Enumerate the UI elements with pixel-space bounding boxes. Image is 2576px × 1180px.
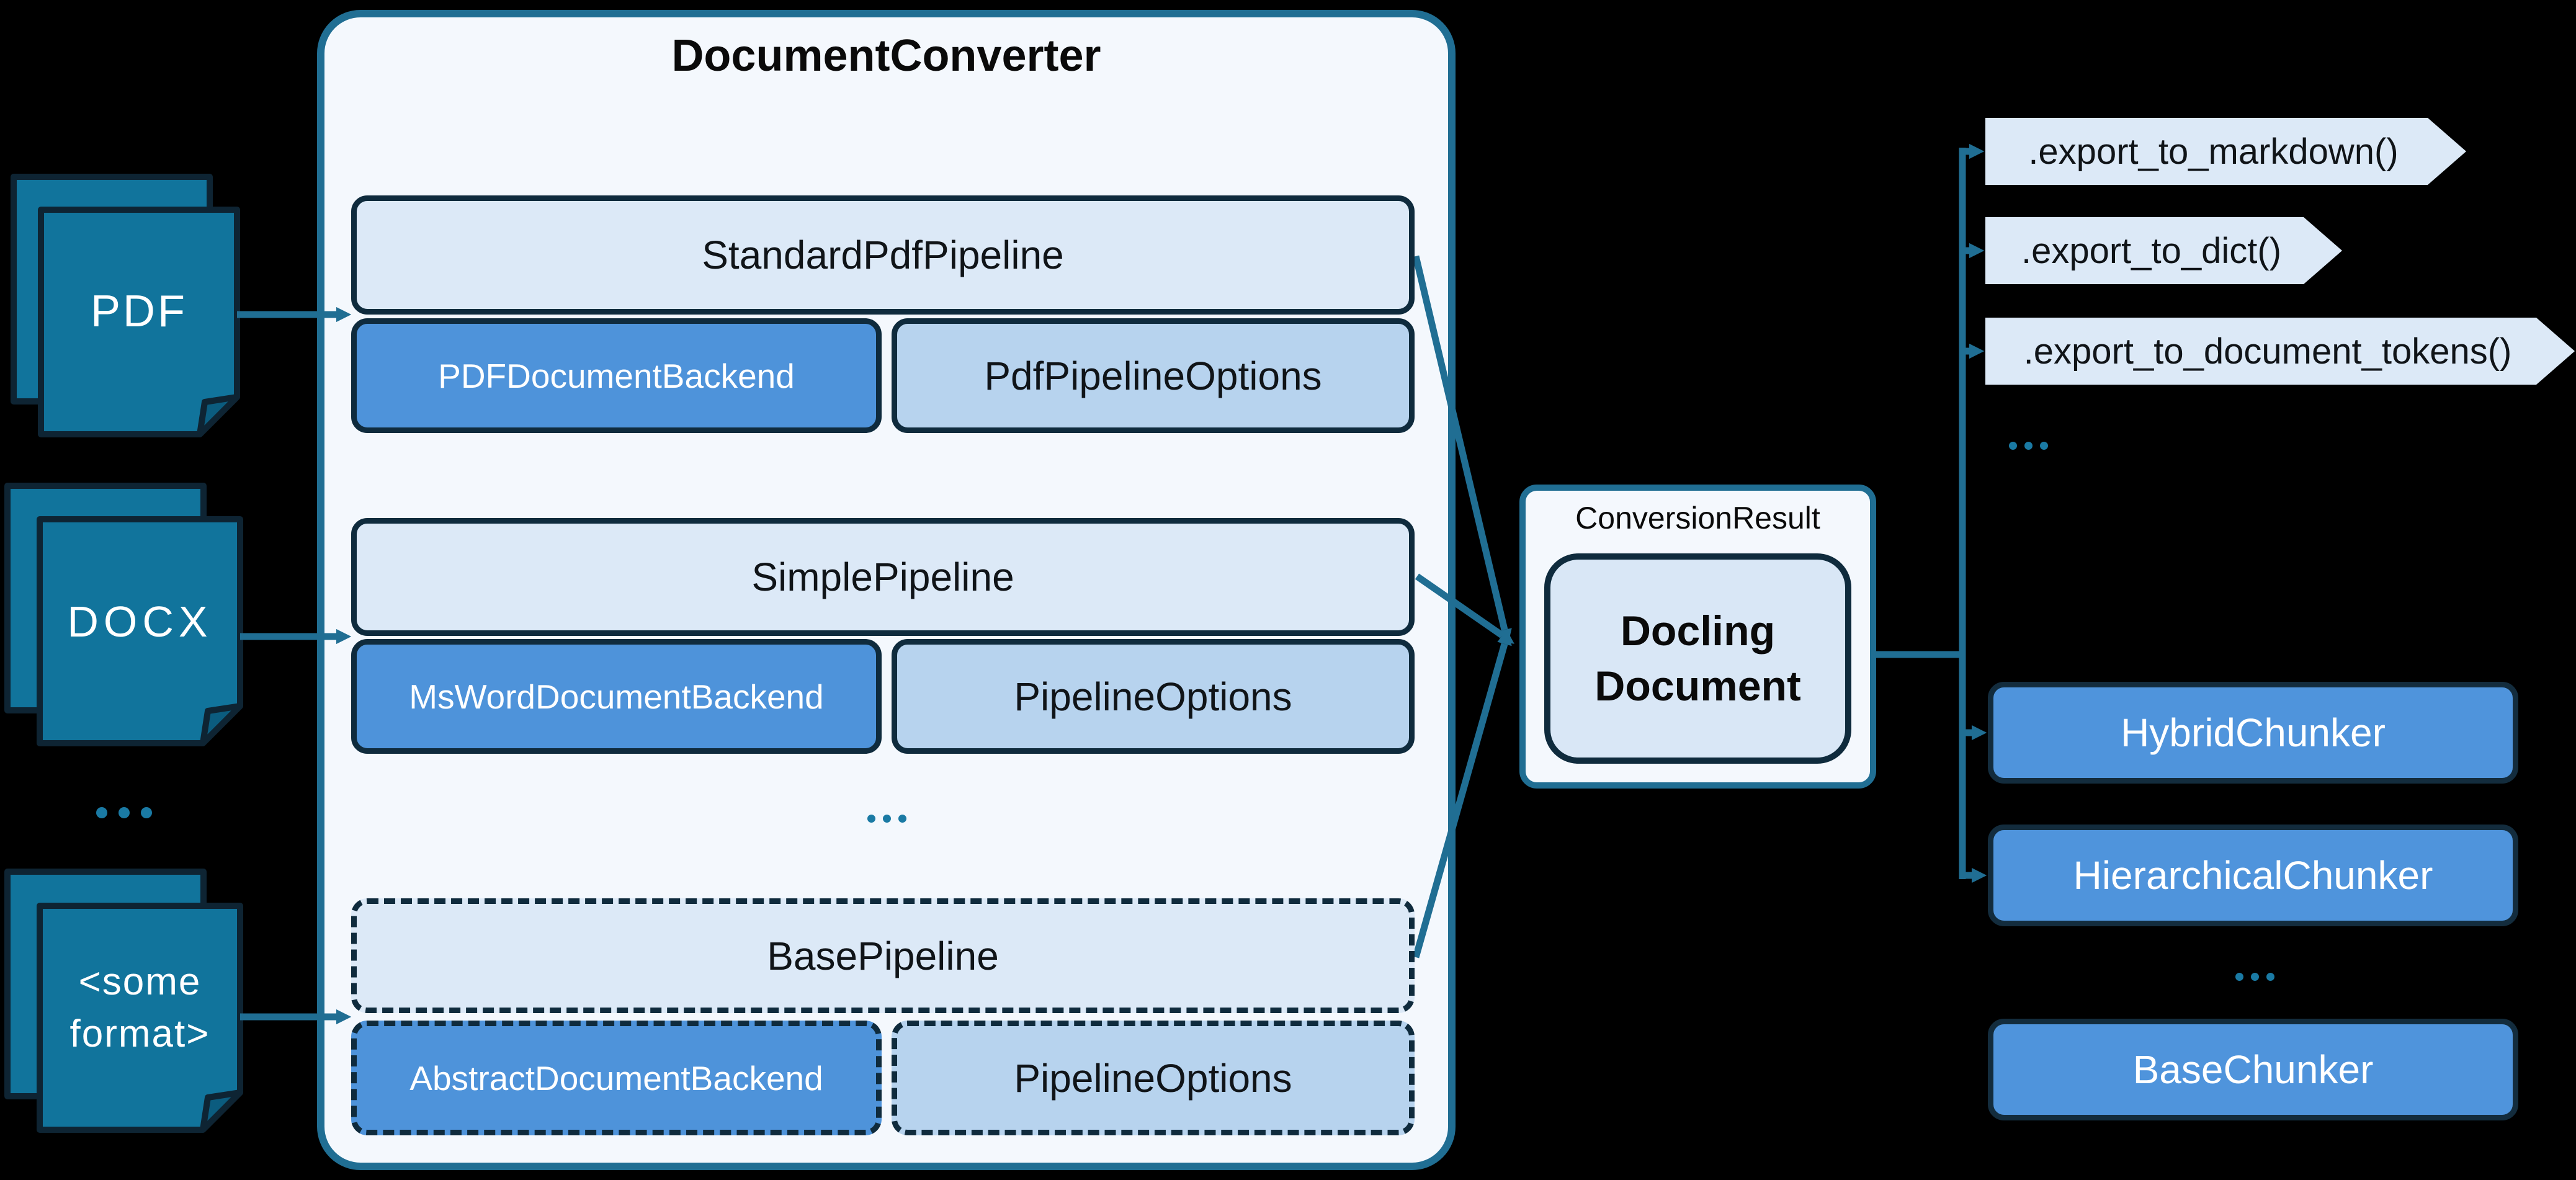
arrow-standardpdfpipeline-to-result <box>1412 255 1512 645</box>
pdf-document-icon <box>11 174 240 437</box>
standard-pdf-pipeline-box: StandardPdfPipeline <box>351 195 1415 315</box>
export-to-markdown-pennant: .export_to_markdown() <box>1985 118 2466 185</box>
pipelines-ellipsis-dots <box>864 815 910 823</box>
hierarchical-chunker-box: HierarchicalChunker <box>1988 825 2518 926</box>
inputs-ellipsis-dots <box>91 807 158 818</box>
export-to-document-tokens-pennant: .export_to_document_tokens() <box>1985 318 2575 385</box>
docx-document-icon <box>4 483 243 746</box>
conversion-result-label: ConversionResult <box>1575 501 1820 535</box>
base-chunker-box: BaseChunker <box>1988 1019 2518 1120</box>
docling-document-label: Docling Document <box>1594 607 1801 710</box>
export-to-dict-pennant: .export_to_dict() <box>1985 217 2342 284</box>
pdf-document-backend-box: PDFDocumentBackend <box>351 318 882 433</box>
base-pipeline-box: BasePipeline <box>351 898 1415 1013</box>
arrow-simplepipeline-to-result <box>1415 573 1514 644</box>
exports-ellipsis-dots <box>2005 442 2052 450</box>
document-converter-title: DocumentConverter <box>671 31 1101 81</box>
some-format-label: <some format> <box>69 960 210 1055</box>
some-format-document-icon <box>4 869 243 1133</box>
hybrid-chunker-box: HybridChunker <box>1988 682 2518 784</box>
pdf-label: PDF <box>91 287 187 337</box>
pipeline-options-box: PipelineOptions <box>892 639 1415 754</box>
abstract-document-backend-box: AbstractDocumentBackend <box>351 1021 882 1135</box>
docx-label: DOCX <box>67 597 213 646</box>
pdf-pipeline-options-box: PdfPipelineOptions <box>892 318 1415 433</box>
msword-document-backend-box: MsWordDocumentBackend <box>351 639 882 754</box>
base-pipeline-options-box: PipelineOptions <box>892 1021 1415 1135</box>
simple-pipeline-box: SimplePipeline <box>351 518 1415 636</box>
chunkers-ellipsis-dots <box>2232 973 2278 981</box>
arrow-basepipeline-to-result <box>1412 629 1512 959</box>
